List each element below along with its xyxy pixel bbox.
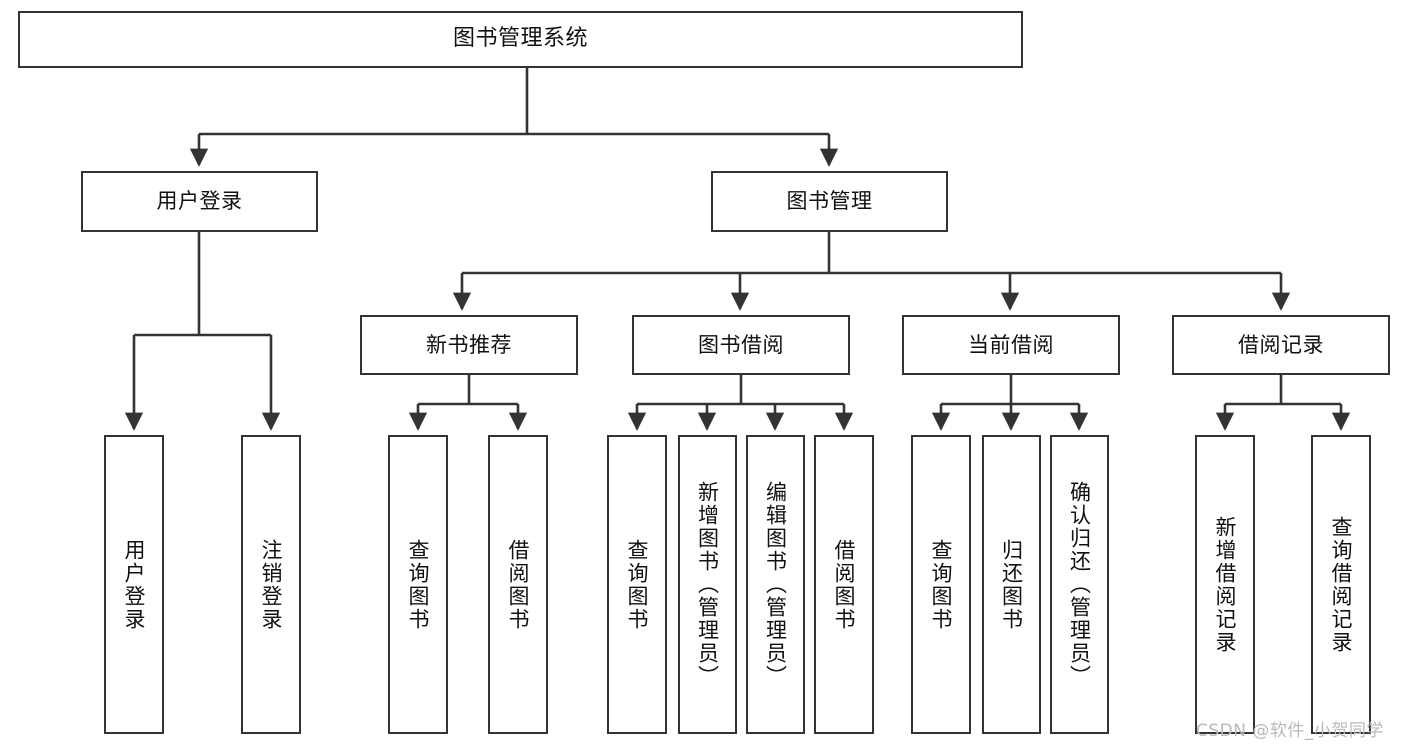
node-label: 归还图书 — [999, 538, 1024, 631]
node-label: 新书推荐 — [426, 332, 512, 357]
node-label: 用户登录 — [156, 189, 243, 214]
node-label: 新增图书（管理员） — [695, 481, 720, 688]
node-label: 查询图书 — [406, 538, 431, 631]
node-label: 借阅图书 — [832, 538, 857, 631]
csdn-watermark: CSDN @软件_小贺同学 — [1196, 721, 1384, 741]
node-label: 查询图书 — [929, 538, 954, 631]
leaf-book-borrow-add[interactable]: 新增图书（管理员） — [678, 435, 737, 734]
node-label: 借阅记录 — [1238, 332, 1324, 357]
leaf-book-borrow-query[interactable]: 查询图书 — [607, 435, 667, 734]
node-label: 图书管理系统 — [452, 26, 588, 52]
node-new-book-recommend[interactable]: 新书推荐 — [360, 315, 578, 375]
leaf-borrow-record-query[interactable]: 查询借阅记录 — [1311, 435, 1371, 734]
leaf-book-borrow-edit[interactable]: 编辑图书（管理员） — [746, 435, 805, 734]
node-label: 编辑图书（管理员） — [763, 481, 788, 688]
node-label: 图书借阅 — [698, 332, 784, 357]
node-book-management[interactable]: 图书管理 — [711, 171, 948, 232]
leaf-user-login-logout[interactable]: 注销登录 — [241, 435, 301, 734]
node-label: 新增借阅记录 — [1213, 515, 1238, 654]
leaf-current-borrow-confirm-return[interactable]: 确认归还（管理员） — [1050, 435, 1109, 734]
leaf-current-borrow-return[interactable]: 归还图书 — [982, 435, 1041, 734]
node-borrow-record[interactable]: 借阅记录 — [1172, 315, 1390, 375]
node-root-book-management-system[interactable]: 图书管理系统 — [18, 11, 1023, 68]
leaf-current-borrow-query[interactable]: 查询图书 — [911, 435, 971, 734]
node-label: 查询图书 — [625, 538, 650, 631]
node-book-borrow[interactable]: 图书借阅 — [632, 315, 850, 375]
node-user-login[interactable]: 用户登录 — [81, 171, 318, 232]
node-label: 用户登录 — [122, 538, 147, 631]
leaf-new-book-query[interactable]: 查询图书 — [388, 435, 448, 734]
node-label: 图书管理 — [786, 189, 873, 214]
leaf-book-borrow-borrow[interactable]: 借阅图书 — [814, 435, 874, 734]
node-label: 借阅图书 — [506, 538, 531, 631]
node-label: 当前借阅 — [968, 332, 1054, 357]
node-label: 确认归还（管理员） — [1067, 481, 1092, 688]
leaf-user-login-login[interactable]: 用户登录 — [104, 435, 164, 734]
node-label: 注销登录 — [259, 538, 284, 631]
leaf-new-book-borrow[interactable]: 借阅图书 — [488, 435, 548, 734]
leaf-borrow-record-add[interactable]: 新增借阅记录 — [1195, 435, 1255, 734]
node-label: 查询借阅记录 — [1329, 515, 1354, 654]
node-current-borrow[interactable]: 当前借阅 — [902, 315, 1120, 375]
